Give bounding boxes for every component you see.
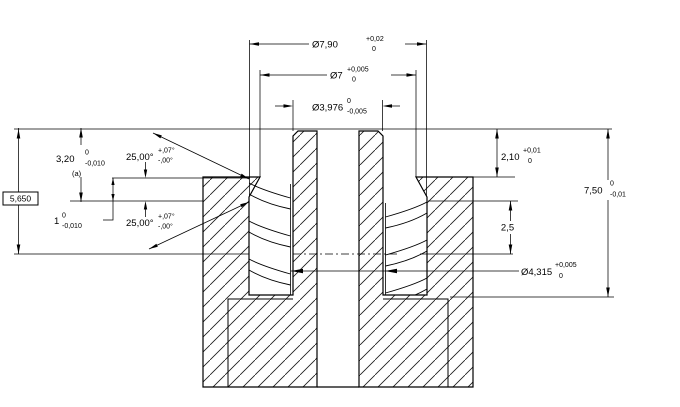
dim-tol-bottom-d3976: -0,005 <box>347 109 367 116</box>
dim-tol-top-d790: +0,02 <box>366 36 384 43</box>
basic-dimension-box <box>2 191 39 206</box>
dim-tol-top-d4315: +0,005 <box>555 262 577 269</box>
dim-tol-bottom-d750: -0,01 <box>610 192 626 199</box>
dim-label-d210: 2,10 <box>501 152 520 163</box>
part-internal-edges <box>227 184 449 388</box>
part-section-right-half <box>358 130 474 388</box>
label-backgrounds <box>50 32 634 234</box>
dim-tol-top-d1: 0 <box>62 213 66 220</box>
dim-label-d4315: Ø4,315 <box>521 267 552 278</box>
dim-elbow-d1 <box>101 178 114 221</box>
left-barb-profile <box>249 182 291 286</box>
dim-tol-top-d7: +0,005 <box>347 67 369 74</box>
dim-label-d1: 1 <box>54 216 59 227</box>
dim-tol-bottom-d4315: 0 <box>559 273 563 280</box>
dim-tol-bottom-angle-lower: -,00° <box>158 223 173 231</box>
dim-tol-top-d320: 0 <box>85 150 89 157</box>
right-barb-profile <box>385 201 427 295</box>
part-section <box>202 130 474 388</box>
dim-label-d25: 2,5 <box>501 223 514 234</box>
dimension-arrowheads <box>16 42 610 297</box>
dim-label-d790: Ø7,90 <box>312 40 338 51</box>
left-counterbore-edge <box>227 298 293 387</box>
dim-tol-top-d210: +0,01 <box>523 148 541 155</box>
angle-leg-upper <box>152 132 250 180</box>
dim-label-angle-lower: 25,00° <box>126 218 154 229</box>
extension-lines <box>14 40 614 298</box>
dim-tol-bottom-d210: 0 <box>528 158 532 165</box>
dim-tol-bottom-d320: -0,010 <box>85 161 105 168</box>
dim-tol-top-angle-lower: +,07° <box>158 213 175 221</box>
dim-label-d320: 3,20 <box>56 154 75 165</box>
dim-label-d3976: Ø3,976 <box>312 103 343 114</box>
right-counterbore-edge <box>383 298 449 387</box>
dim-note-d320: (a) <box>72 169 82 178</box>
dim-tol-top-angle-upper: +,07° <box>158 147 175 155</box>
dim-tol-bottom-d7: 0 <box>352 77 356 84</box>
dimension-labels: Ø7,90 +0,02 0 Ø7 +0,005 0 Ø3,976 0 -0,00… <box>10 36 626 280</box>
dim-tol-top-d750: 0 <box>610 181 614 188</box>
dim-label-d5650: 5,650 <box>10 194 32 204</box>
dim-tol-bottom-d1: -0,010 <box>62 223 82 230</box>
dim-label-d750: 7,50 <box>584 186 603 197</box>
dim-tol-bottom-d790: 0 <box>372 46 376 53</box>
dim-label-d7: Ø7 <box>330 71 343 82</box>
dim-label-angle-upper: 25,00° <box>126 152 154 163</box>
angle-leg-lower <box>148 201 250 250</box>
part-section-left-half <box>202 130 318 388</box>
dim-tol-top-d3976: 0 <box>347 98 351 105</box>
dim-tol-bottom-angle-upper: -,00° <box>158 157 173 165</box>
